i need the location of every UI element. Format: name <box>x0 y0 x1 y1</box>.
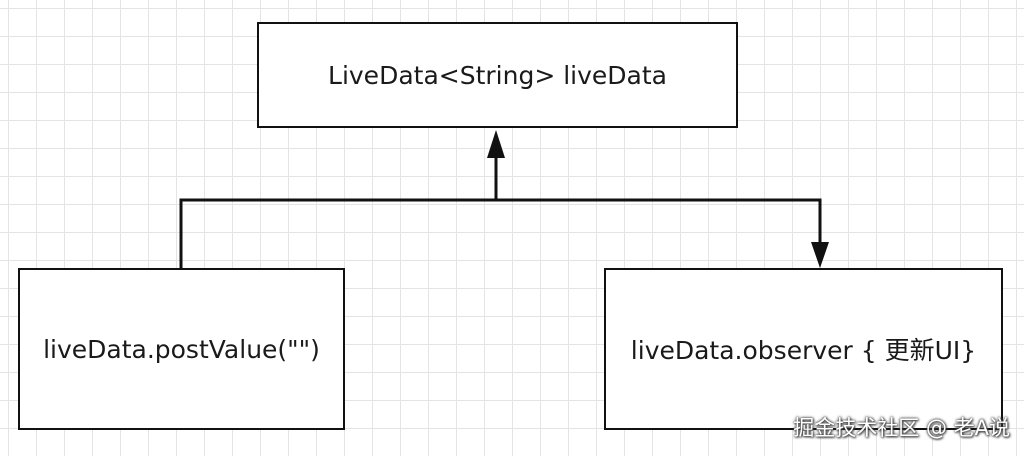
node-observer[interactable]: liveData.observer { 更新UI} <box>604 268 1003 430</box>
arrowhead-down-icon <box>811 242 829 268</box>
node-livedata-label: LiveData<String> liveData <box>328 60 667 90</box>
node-postvalue-label: liveData.postValue("") <box>43 334 320 364</box>
edge-livedata-to-observer <box>496 198 822 242</box>
node-livedata[interactable]: LiveData<String> liveData <box>257 22 738 128</box>
watermark: 掘金技术社区 @ 老A说 <box>793 416 1010 440</box>
node-observer-label: liveData.observer { 更新UI} <box>630 336 977 365</box>
arrowhead-up-icon <box>487 130 505 158</box>
edge-postvalue-to-livedata <box>179 158 498 268</box>
node-postvalue[interactable]: liveData.postValue("") <box>18 268 345 430</box>
